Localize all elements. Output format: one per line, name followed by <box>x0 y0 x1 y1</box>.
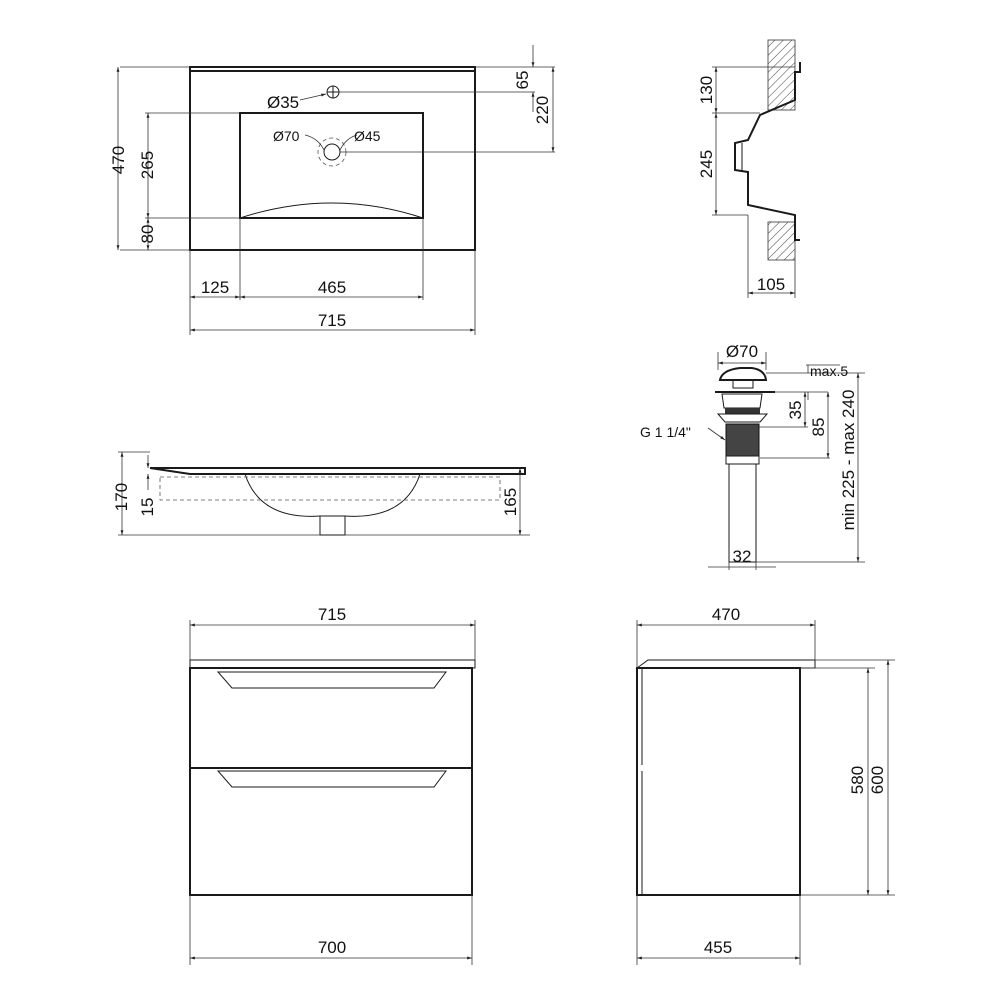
drawer-handle-bottom <box>216 770 447 788</box>
dim-total-height: 600 <box>868 766 887 794</box>
dim-upper: 130 <box>697 76 716 104</box>
label-cap: Ø70 <box>726 342 758 361</box>
dim-rim: 15 <box>138 498 157 517</box>
dim-body-width: 700 <box>318 938 346 957</box>
dim-bowl-depth: 265 <box>138 151 157 179</box>
dim-side-margin: 125 <box>201 278 229 297</box>
dim-total-height: 170 <box>112 483 131 511</box>
dim-lower: 245 <box>697 150 716 178</box>
dim-tap-offset: 65 <box>513 71 532 90</box>
dim-bowl: 165 <box>501 488 520 516</box>
drain-hole-icon <box>323 143 341 161</box>
cabinet-front-view: 715 700 <box>189 605 476 965</box>
dim-pipe: 32 <box>733 547 752 566</box>
dim-h2: 85 <box>809 418 828 437</box>
label-gap: max.5 <box>810 363 848 379</box>
cabinet-side-view: 470 455 580 600 <box>635 605 895 965</box>
drain-detail: Ø70 max.5 G 1 1/4" 35 85 min 225 - max 2… <box>640 342 865 570</box>
drawer-handle-top <box>216 671 447 689</box>
label-tap-hole: Ø35 <box>267 93 299 112</box>
dim-length: min 225 - max 240 <box>839 390 858 531</box>
dim-total-depth: 470 <box>109 146 128 174</box>
dim-top-depth: 470 <box>712 605 740 624</box>
label-thread: G 1 1/4" <box>640 424 691 440</box>
label-drain-outer: Ø70 <box>273 128 300 144</box>
dim-body-height: 580 <box>848 766 867 794</box>
dim-top-width: 715 <box>318 605 346 624</box>
dim-depth: 105 <box>757 275 785 294</box>
basin-top-view: 470 265 80 125 465 715 Ø35 Ø70 Ø45 65 22… <box>109 45 555 335</box>
dim-front-margin: 80 <box>138 225 157 244</box>
dim-total-width: 715 <box>318 311 346 330</box>
dim-h1: 35 <box>786 401 805 420</box>
basin-side-section: 130 245 105 <box>697 39 801 298</box>
dim-bowl-width: 465 <box>318 278 346 297</box>
label-drain-inner: Ø45 <box>354 128 381 144</box>
basin-front-section: 170 15 165 <box>112 451 530 536</box>
dim-body-depth: 455 <box>704 938 732 957</box>
dim-drain-offset: 220 <box>533 96 552 124</box>
